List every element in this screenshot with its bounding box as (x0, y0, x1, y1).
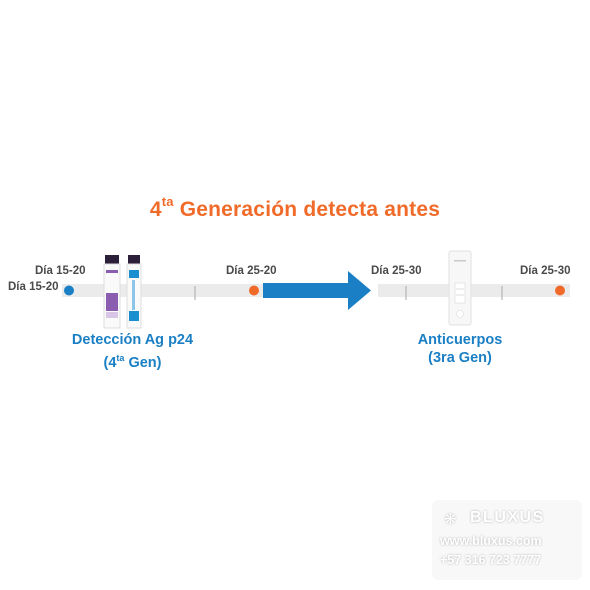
day-label-middle: Día 25-20 (226, 265, 277, 277)
caption-antigen-line2: (4ta Gen) (103, 353, 162, 371)
caption-antibodies-line2: (3ra Gen) (428, 350, 492, 366)
headline-superscript: ta (161, 194, 174, 209)
watermark-site: www.bluxus.com (440, 534, 542, 548)
caption-antigen-detection: Detección Ag p24 (4ta Gen) (45, 331, 220, 372)
test-strip-icon (103, 255, 121, 329)
headline-number: 4 (149, 198, 162, 221)
timeline-bar-left (62, 284, 272, 297)
timeline-point-marker (555, 285, 565, 296)
caption-antibodies-line1: Anticuerpos (417, 332, 503, 348)
watermark-brand: BLUXUS (470, 509, 545, 526)
day-label-left-inner: Día 15-20 (8, 281, 59, 293)
headline-text: Generación detecta antes (173, 198, 441, 221)
diagram-headline: 4ta Generación detecta antes (0, 194, 590, 222)
test-cassette-icon (448, 250, 472, 326)
caption-antigen-line1: Detección Ag p24 (71, 332, 194, 348)
day-label-left-outer: Día 15-20 (35, 265, 86, 277)
brand-logo-icon: ❋ (444, 511, 457, 528)
day-label-right-left: Día 25-30 (371, 265, 422, 277)
day-label-right-outer: Día 25-30 (520, 265, 571, 277)
timeline-start-marker (64, 285, 74, 296)
watermark-phone: +57 316 723 7777 (440, 553, 542, 567)
test-strip-icon (126, 255, 142, 329)
timeline-bar-right (378, 284, 570, 297)
timeline-point-marker (249, 285, 259, 296)
progression-arrow-icon (263, 271, 371, 310)
caption-antibodies: Anticuerpos (3ra Gen) (390, 331, 530, 367)
brand-watermark: ❋ BLUXUS www.bluxus.com +57 316 723 7777 (432, 500, 582, 580)
